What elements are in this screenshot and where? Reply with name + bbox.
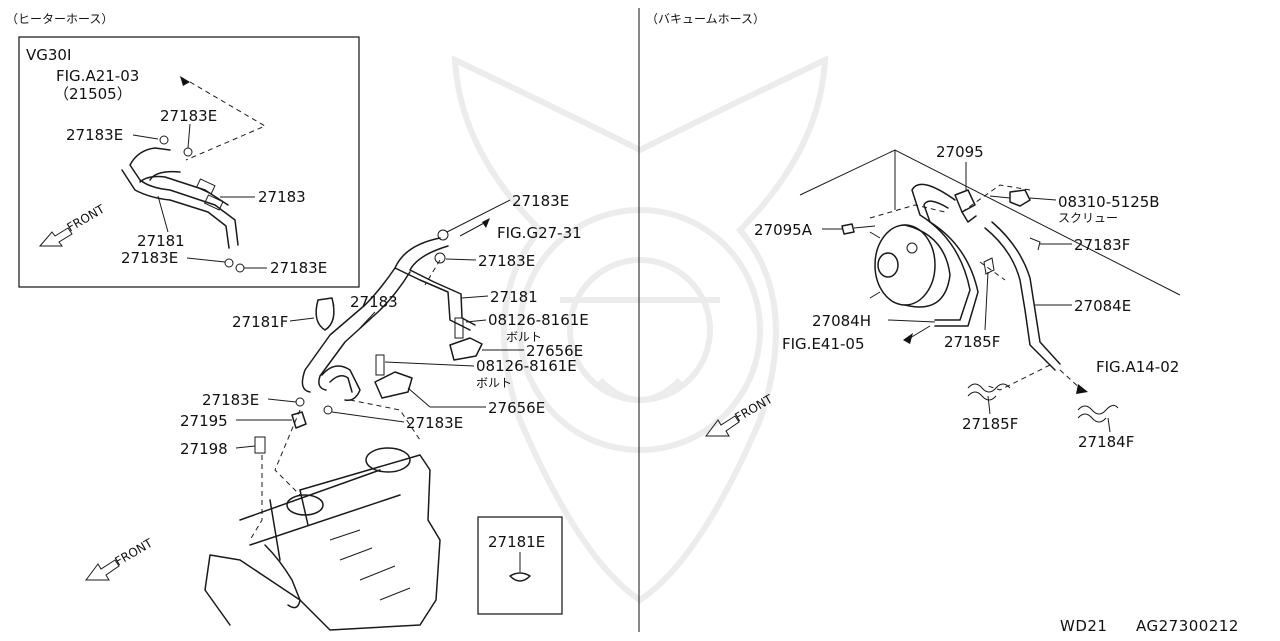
label-27183: 27183: [350, 293, 398, 311]
inset-fig-ref[interactable]: FIG.A21-03: [56, 67, 139, 85]
vacuum-hose-title: （バキュームホース）: [646, 12, 765, 26]
bolt-2-jp: ボルト: [476, 376, 512, 390]
inset-27181E-label: 27181E: [488, 533, 545, 551]
label-27656E-2: 27656E: [488, 399, 545, 417]
bolt-1-jp: ボルト: [506, 330, 542, 344]
screw-jp: スクリュー: [1058, 211, 1118, 225]
fig-e41-05-ref[interactable]: FIG.E41-05: [782, 335, 865, 353]
brake-booster: [869, 224, 951, 308]
inset-label-27183E-c: 27183E: [121, 249, 178, 267]
inset-label-27183E-d: 27183E: [270, 259, 327, 277]
label-27084E: 27084E: [1074, 297, 1131, 315]
inset-fig-arrow-icon: [180, 76, 190, 86]
heater-front-arrow-icon: [85, 559, 120, 581]
label-27095A: 27095A: [754, 221, 813, 239]
label-27185F-1: 27185F: [944, 333, 1000, 351]
label-27095: 27095: [936, 143, 984, 161]
vg30i-inset: VG30I FIG.A21-03 （21505） 27183E 27183E 2…: [18, 36, 360, 288]
inset-label-27183E-a: 27183E: [160, 107, 217, 125]
diagram-code: WD21: [1060, 617, 1107, 635]
label-27181F: 27181F: [232, 313, 288, 331]
bolt-2-code: 08126-8161E: [476, 357, 577, 375]
label-27184F: 27184F: [1078, 433, 1134, 451]
inset-label-27183E-b: 27183E: [66, 126, 123, 144]
watermark-emblem: [451, 55, 829, 604]
inset-label-27183: 27183: [258, 188, 306, 206]
screw-code: 08310-5125B: [1058, 193, 1160, 211]
inset-label-27181: 27181: [137, 232, 185, 250]
inset-front-label: FRONT: [65, 202, 108, 235]
inset-frame: [18, 36, 360, 288]
heater-hose-title: （ヒーターホース）: [6, 12, 113, 26]
inset-engine-label: VG30I: [26, 46, 71, 64]
label-27183F: 27183F: [1074, 236, 1130, 254]
label-27195: 27195: [180, 412, 228, 430]
vacuum-hose-assembly: 27095 08310-5125B スクリュー 27095A 27183F 27…: [705, 143, 1181, 451]
heater-hose-assembly: 27183E FIG.G27-31 27183E 27181 27183 271…: [85, 192, 589, 631]
label-27183E-3: 27183E: [202, 391, 259, 409]
heater-front-label: FRONT: [113, 536, 156, 569]
inset-fig-sub: （21505）: [54, 85, 132, 103]
drawing-number: AG27300212: [1136, 617, 1239, 635]
fig-a14-arrow-icon: [1076, 384, 1088, 394]
inset-27181E-frame: [477, 516, 563, 615]
label-27084H: 27084H: [812, 312, 871, 330]
label-27183E-4: 27183E: [406, 414, 463, 432]
engine-block: [204, 447, 441, 631]
inset-front-arrow-icon: [38, 227, 73, 247]
inset-27181E: 27181E: [477, 516, 563, 615]
label-27185F-2: 27185F: [962, 415, 1018, 433]
label-27198: 27198: [180, 440, 228, 458]
fig-a14-02-ref[interactable]: FIG.A14-02: [1096, 358, 1179, 376]
label-27656E-1: 27656E: [526, 342, 583, 360]
label-27181: 27181: [490, 288, 538, 306]
label-27183E-top: 27183E: [512, 192, 569, 210]
vacuum-front-arrow-icon: [705, 415, 740, 437]
fig-e41-arrow-icon: [903, 333, 913, 344]
fig-g27-arrow-icon: [482, 218, 490, 228]
label-27183E-2: 27183E: [478, 252, 535, 270]
bolt-1-code: 08126-8161E: [488, 311, 589, 329]
fig-g27-31-ref[interactable]: FIG.G27-31: [497, 224, 582, 242]
